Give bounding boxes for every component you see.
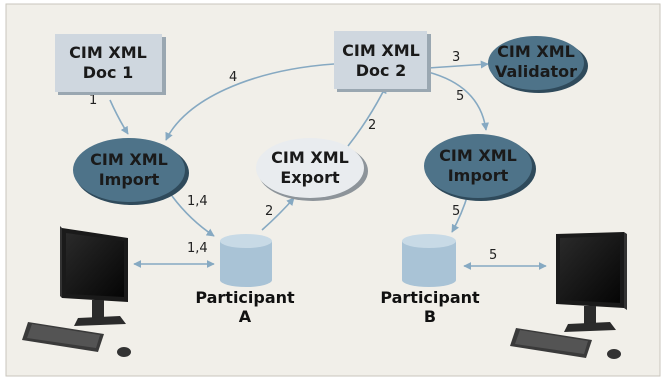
export-title-line1: CIM XML (271, 148, 349, 167)
edge-label-doc1-import: 1 (89, 93, 97, 108)
edge-label-doc2-validator: 3 (452, 50, 460, 65)
doc1-title-line1: CIM XML (69, 43, 147, 62)
validator-title-line1: CIM XML (497, 42, 575, 61)
arrow-doc2-to-import-b (427, 71, 489, 131)
database-icon (220, 234, 272, 287)
arrow-doc2-to-import-a (165, 63, 335, 141)
participant-a-label-line2: A (239, 307, 252, 326)
import-a-title-line2: Import (99, 170, 160, 189)
edge-label-doc2-import-b: 5 (456, 89, 464, 104)
edge-label-export-doc2: 2 (368, 118, 376, 133)
desktop-computer-icon (22, 226, 131, 357)
participant-b-label-line1: Participant (380, 288, 480, 307)
import-b-node: CIM XML Import (424, 134, 536, 201)
arrow-db-a-to-export (261, 197, 295, 231)
edge-label-doc2-import: 4 (229, 70, 237, 85)
edge-label-computer-a-db: 1,4 (187, 241, 208, 256)
arrow-doc1-to-import (109, 99, 129, 135)
edge-label-import-db-a: 1,4 (187, 194, 208, 209)
doc2-node: CIM XML Doc 2 (334, 31, 431, 92)
import-b-title-line1: CIM XML (439, 146, 517, 165)
database-icon (402, 234, 456, 287)
doc2-title-line1: CIM XML (342, 41, 420, 60)
desktop-computer-icon (510, 232, 627, 359)
import-a-title-line1: CIM XML (90, 150, 168, 169)
edge-label-db-a-export: 2 (265, 204, 273, 219)
import-b-title-line2: Import (448, 166, 509, 185)
doc2-title-line2: Doc 2 (356, 61, 406, 80)
export-title-line2: Export (280, 168, 340, 187)
edge-labels: 1 4 1,4 1,4 2 2 3 5 5 5 (89, 50, 497, 263)
arrow-import-to-db-a (171, 195, 215, 237)
export-node: CIM XML Export (256, 138, 368, 201)
doc1-node: CIM XML Doc 1 (55, 34, 166, 95)
arrow-doc2-to-validator (427, 60, 489, 69)
connectors (109, 60, 547, 270)
validator-title-line2: Validator (495, 62, 577, 81)
participant-b-label-line2: B (424, 307, 436, 326)
edge-label-import-db-b: 5 (452, 204, 460, 219)
validator-node: CIM XML Validator (488, 36, 588, 93)
participant-a-label-line1: Participant (195, 288, 295, 307)
doc1-title-line2: Doc 1 (83, 63, 133, 82)
import-a-node: CIM XML Import (73, 138, 189, 205)
edge-label-db-b-computer: 5 (489, 248, 497, 263)
